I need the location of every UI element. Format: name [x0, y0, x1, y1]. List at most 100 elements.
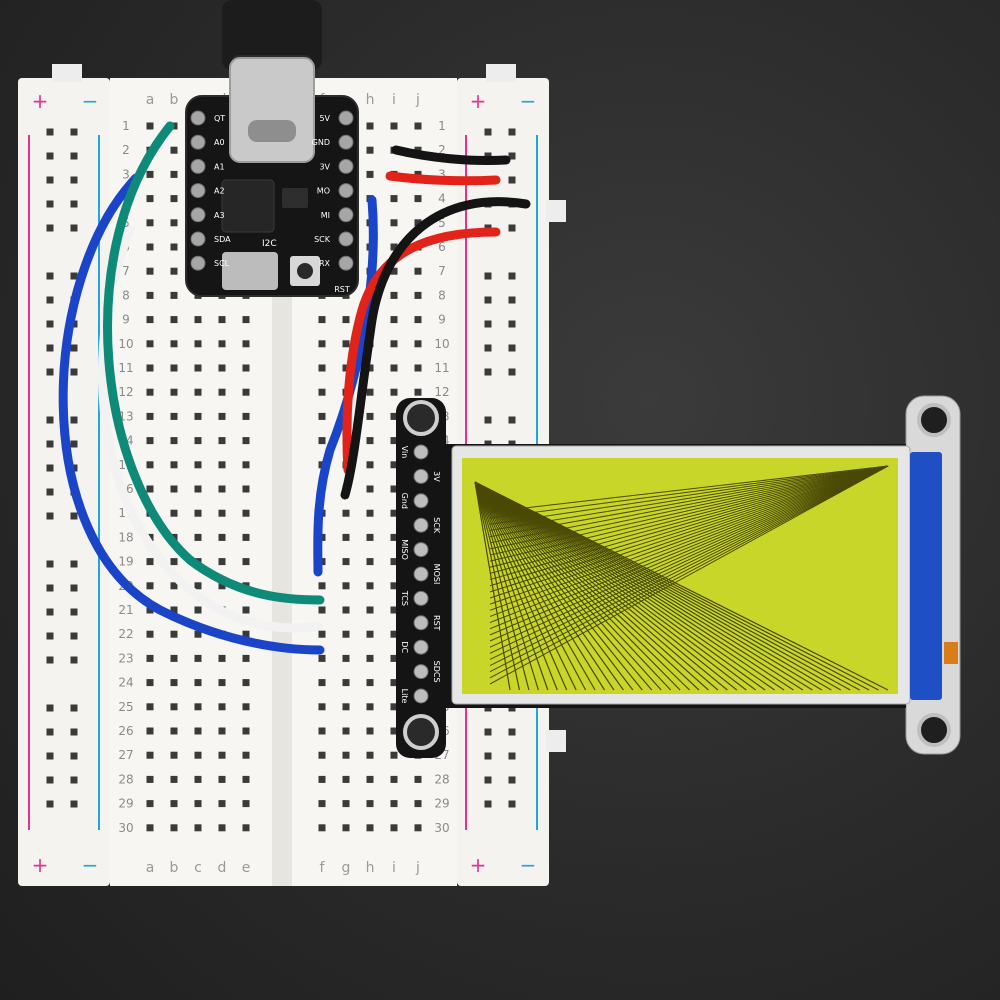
breadboard-hole[interactable] [342, 606, 350, 614]
breadboard-hole[interactable] [194, 437, 202, 445]
breadboard-hole[interactable] [194, 654, 202, 662]
breadboard-hole[interactable] [170, 582, 178, 590]
breadboard-hole[interactable] [146, 243, 154, 251]
breadboard-hole[interactable] [366, 412, 374, 420]
breadboard-hole[interactable] [366, 509, 374, 517]
breadboard-hole[interactable] [146, 461, 154, 469]
breadboard-hole[interactable] [318, 703, 326, 711]
breadboard-hole[interactable] [342, 654, 350, 662]
breadboard-hole[interactable] [170, 654, 178, 662]
breadboard-hole[interactable] [170, 800, 178, 808]
rail-hole[interactable] [70, 632, 78, 640]
rail-hole[interactable] [46, 128, 54, 136]
breadboard-hole[interactable] [414, 800, 422, 808]
breadboard-hole[interactable] [414, 364, 422, 372]
breadboard-hole[interactable] [390, 558, 398, 566]
breadboard-hole[interactable] [146, 485, 154, 493]
breadboard-hole[interactable] [242, 340, 250, 348]
breadboard-hole[interactable] [366, 485, 374, 493]
breadboard-hole[interactable] [318, 775, 326, 783]
breadboard-hole[interactable] [194, 364, 202, 372]
rail-hole[interactable] [46, 200, 54, 208]
breadboard-hole[interactable] [146, 219, 154, 227]
breadboard-hole[interactable] [170, 727, 178, 735]
breadboard-hole[interactable] [146, 558, 154, 566]
breadboard-hole[interactable] [318, 824, 326, 832]
breadboard-hole[interactable] [414, 219, 422, 227]
rail-hole[interactable] [484, 800, 492, 808]
breadboard-hole[interactable] [194, 388, 202, 396]
rail-hole[interactable] [508, 800, 516, 808]
breadboard-hole[interactable] [170, 170, 178, 178]
breadboard-hole[interactable] [390, 533, 398, 541]
breadboard-hole[interactable] [414, 291, 422, 299]
breadboard-hole[interactable] [366, 703, 374, 711]
breadboard-hole[interactable] [366, 824, 374, 832]
breadboard-hole[interactable] [146, 727, 154, 735]
breadboard-hole[interactable] [366, 146, 374, 154]
breadboard-hole[interactable] [194, 316, 202, 324]
breadboard-hole[interactable] [366, 727, 374, 735]
breadboard-hole[interactable] [242, 703, 250, 711]
rail-hole[interactable] [484, 152, 492, 160]
breadboard-hole[interactable] [242, 751, 250, 759]
rail-hole[interactable] [46, 632, 54, 640]
breadboard-hole[interactable] [146, 170, 154, 178]
rail-hole[interactable] [70, 224, 78, 232]
breadboard-hole[interactable] [318, 800, 326, 808]
breadboard-hole[interactable] [146, 195, 154, 203]
breadboard-hole[interactable] [318, 340, 326, 348]
rail-hole[interactable] [70, 344, 78, 352]
breadboard-hole[interactable] [366, 654, 374, 662]
breadboard-hole[interactable] [170, 630, 178, 638]
rail-hole[interactable] [508, 368, 516, 376]
breadboard-hole[interactable] [390, 727, 398, 735]
breadboard-hole[interactable] [146, 800, 154, 808]
breadboard-hole[interactable] [218, 485, 226, 493]
breadboard-hole[interactable] [390, 679, 398, 687]
breadboard-hole[interactable] [342, 340, 350, 348]
breadboard-hole[interactable] [318, 364, 326, 372]
breadboard-hole[interactable] [146, 122, 154, 130]
rail-hole[interactable] [484, 368, 492, 376]
rail-hole[interactable] [484, 320, 492, 328]
breadboard-hole[interactable] [242, 316, 250, 324]
rail-hole[interactable] [508, 752, 516, 760]
rail-hole[interactable] [70, 584, 78, 592]
breadboard-hole[interactable] [218, 582, 226, 590]
rail-hole[interactable] [484, 344, 492, 352]
rail-hole[interactable] [70, 560, 78, 568]
breadboard-hole[interactable] [366, 606, 374, 614]
breadboard-hole[interactable] [218, 388, 226, 396]
rail-hole[interactable] [70, 728, 78, 736]
breadboard-hole[interactable] [146, 775, 154, 783]
breadboard-hole[interactable] [218, 509, 226, 517]
breadboard-hole[interactable] [218, 824, 226, 832]
breadboard-hole[interactable] [146, 582, 154, 590]
breadboard-hole[interactable] [390, 195, 398, 203]
breadboard-hole[interactable] [366, 558, 374, 566]
breadboard-hole[interactable] [218, 800, 226, 808]
breadboard-hole[interactable] [366, 800, 374, 808]
rail-hole[interactable] [484, 776, 492, 784]
breadboard-hole[interactable] [342, 364, 350, 372]
breadboard-hole[interactable] [318, 751, 326, 759]
breadboard-hole[interactable] [390, 485, 398, 493]
breadboard-hole[interactable] [390, 122, 398, 130]
rail-hole[interactable] [484, 128, 492, 136]
rail-hole[interactable] [508, 176, 516, 184]
breadboard-hole[interactable] [170, 316, 178, 324]
breadboard-hole[interactable] [146, 824, 154, 832]
breadboard-hole[interactable] [242, 388, 250, 396]
breadboard-hole[interactable] [170, 824, 178, 832]
breadboard-hole[interactable] [170, 243, 178, 251]
breadboard-hole[interactable] [342, 751, 350, 759]
breadboard-hole[interactable] [146, 654, 154, 662]
breadboard-hole[interactable] [390, 412, 398, 420]
rail-hole[interactable] [508, 776, 516, 784]
breadboard-hole[interactable] [170, 291, 178, 299]
breadboard-hole[interactable] [342, 558, 350, 566]
breadboard-hole[interactable] [170, 461, 178, 469]
breadboard-hole[interactable] [342, 727, 350, 735]
rail-hole[interactable] [508, 344, 516, 352]
